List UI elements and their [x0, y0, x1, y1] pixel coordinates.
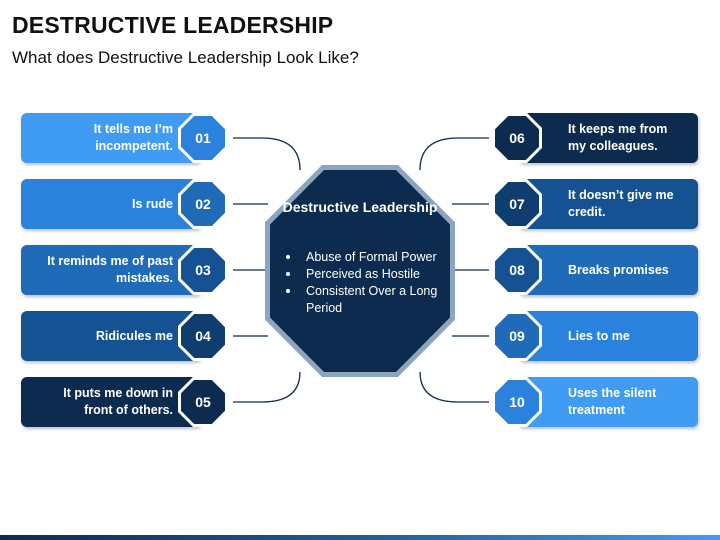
page-subtitle: What does Destructive Leadership Look Li…: [12, 48, 359, 67]
number-badge-01: 01: [178, 113, 228, 163]
number-badge-02: 02: [178, 179, 228, 229]
number-01: 01: [181, 116, 225, 160]
number-07: 07: [495, 182, 539, 226]
number-10: 10: [495, 380, 539, 424]
number-badge-07: 07: [492, 179, 542, 229]
item-text-04: Ridicules me: [95, 328, 173, 343]
number-badge-03: 03: [178, 245, 228, 295]
number-05: 05: [181, 380, 225, 424]
center-octagon-core: [270, 170, 450, 372]
item-box-01: It tells me I’m incompetent.: [21, 113, 201, 163]
item-box-02: Is rude: [21, 179, 201, 229]
center-title: Destructive Leadership: [282, 199, 438, 215]
item-box-07: It doesn’t give me credit.: [518, 179, 698, 229]
center-point-3: Consistent Over a Long Period: [283, 283, 443, 317]
bottom-accent-bar: [0, 535, 720, 540]
page-title: DESTRUCTIVE LEADERSHIP: [12, 12, 334, 38]
center-points-list: Abuse of Formal Power Perceived as Hosti…: [283, 249, 443, 317]
center-octagon: [265, 165, 455, 377]
connector-01: [233, 137, 301, 171]
number-06: 06: [495, 116, 539, 160]
number-badge-04: 04: [178, 311, 228, 361]
number-badge-06: 06: [492, 113, 542, 163]
number-09: 09: [495, 314, 539, 358]
center-point-1: Abuse of Formal Power: [283, 249, 443, 266]
item-text-06: It keeps me from my colleagues.: [568, 122, 668, 153]
number-badge-09: 09: [492, 311, 542, 361]
item-text-08: Breaks promises: [568, 262, 669, 277]
item-text-01: It tells me I’m incompetent.: [93, 122, 173, 153]
number-03: 03: [181, 248, 225, 292]
number-badge-05: 05: [178, 377, 228, 427]
number-08: 08: [495, 248, 539, 292]
connector-05: [233, 371, 301, 403]
item-box-10: Uses the silent treatment: [518, 377, 698, 427]
item-text-09: Lies to me: [568, 328, 630, 343]
item-box-03: It reminds me of past mistakes.: [21, 245, 201, 295]
item-text-10: Uses the silent treatment: [568, 386, 657, 417]
center-point-2: Perceived as Hostile: [283, 266, 443, 283]
connector-10: [419, 371, 489, 403]
connector-06: [419, 137, 489, 171]
item-text-03: It reminds me of past mistakes.: [47, 254, 173, 285]
item-box-09: Lies to me: [518, 311, 698, 361]
number-04: 04: [181, 314, 225, 358]
number-badge-10: 10: [492, 377, 542, 427]
item-box-08: Breaks promises: [518, 245, 698, 295]
item-box-05: It puts me down in front of others.: [21, 377, 201, 427]
item-box-06: It keeps me from my colleagues.: [518, 113, 698, 163]
item-text-05: It puts me down in front of others.: [63, 386, 173, 417]
number-badge-08: 08: [492, 245, 542, 295]
item-text-02: Is rude: [132, 196, 173, 211]
item-box-04: Ridicules me: [21, 311, 201, 361]
number-02: 02: [181, 182, 225, 226]
item-text-07: It doesn’t give me credit.: [568, 188, 674, 219]
